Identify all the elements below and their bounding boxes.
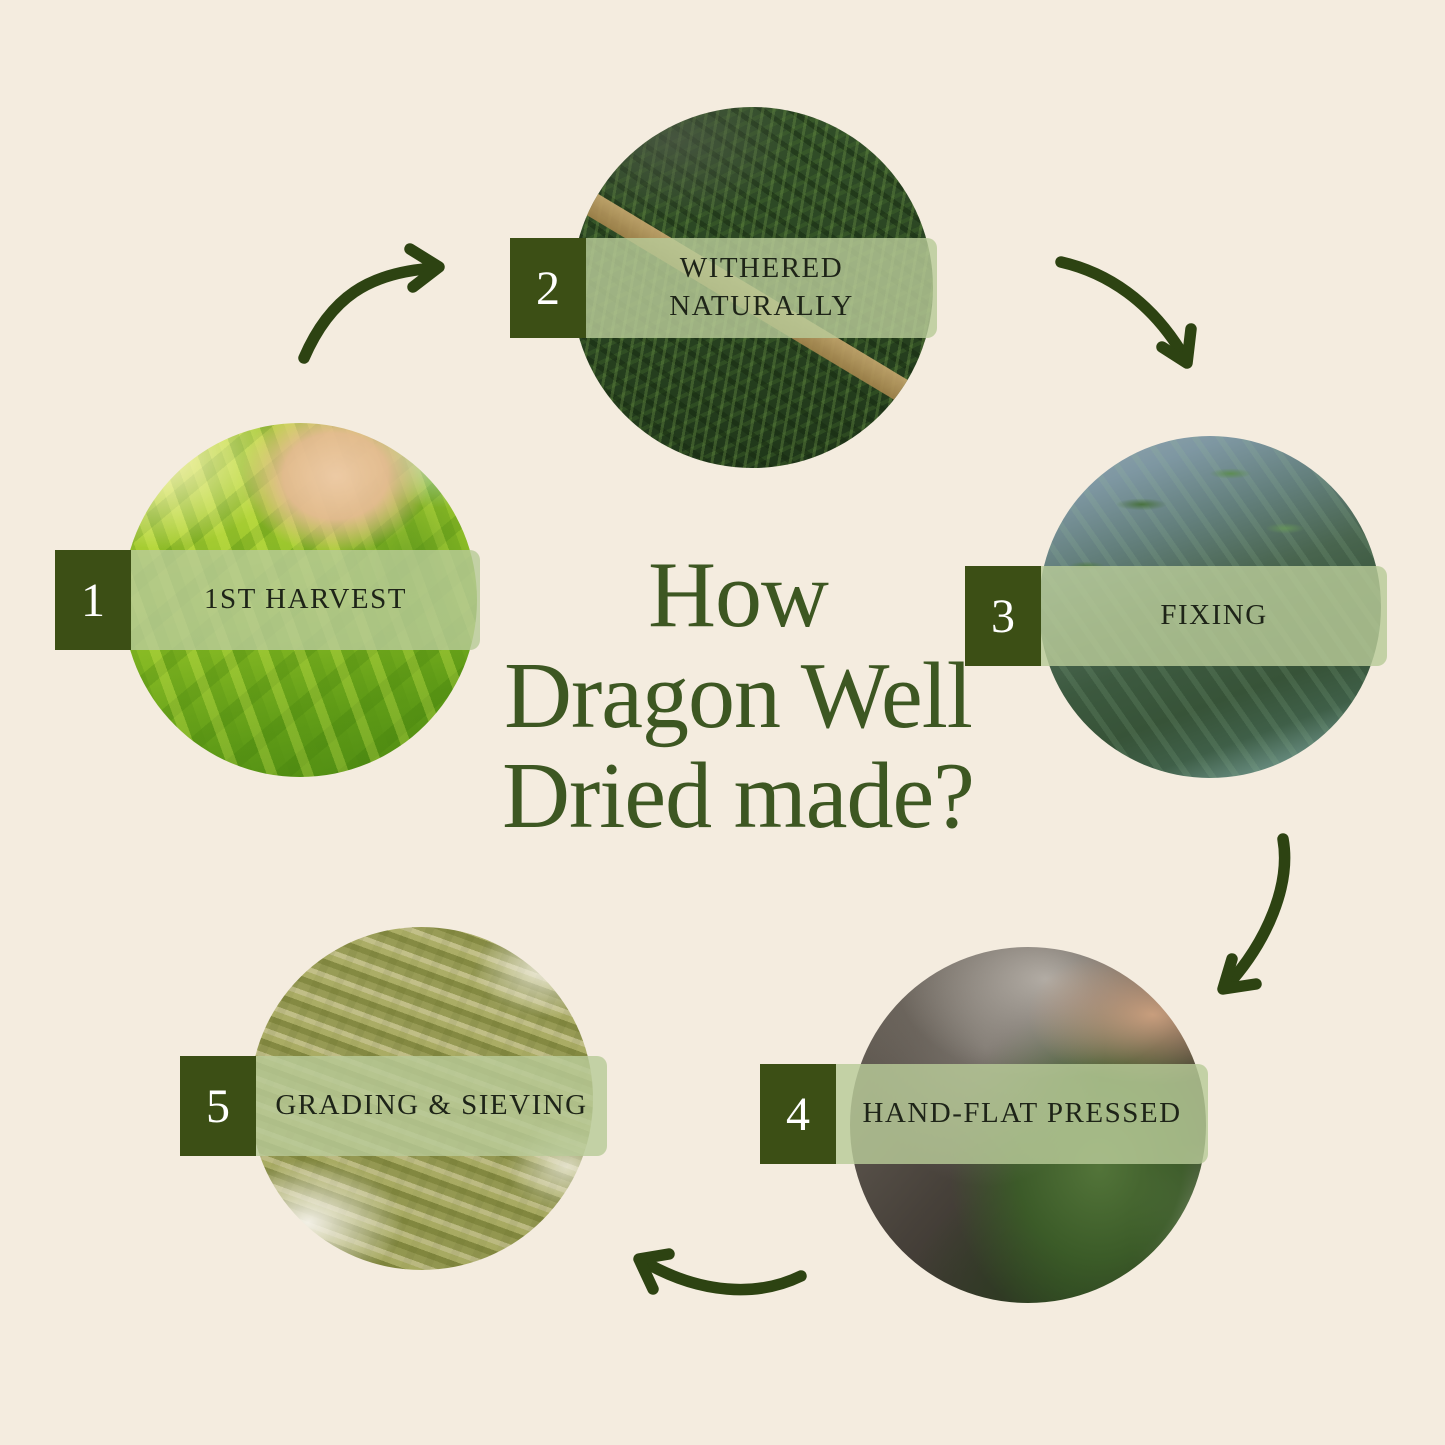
arrow-step1-to-step2-icon [298,243,445,364]
arrow-step3-to-step4-icon [1217,833,1291,995]
step-3-label-row: 3 FIXING [965,566,1387,666]
arrow-step4-to-step5-icon [633,1248,807,1296]
step-5-label-row: 5 GRADING & SIEVING [180,1056,607,1156]
step-1-label-row: 1 1ST HARVEST [55,550,480,650]
page-title: How Dragon Well Dried made? [502,543,975,849]
step-1-label: 1ST HARVEST [204,583,407,616]
step-2-number-badge: 2 [510,238,586,338]
step-1-number-badge: 1 [55,550,131,650]
step-4-label-row: 4 HAND-FLAT PRESSED [760,1064,1208,1164]
step-4-number-badge: 4 [760,1064,836,1164]
step-5-label: GRADING & SIEVING [275,1089,588,1122]
step-4-label: HAND-FLAT PRESSED [862,1097,1182,1130]
step-2-label-row: 2 WITHERED NATURALLY [510,238,937,338]
step-1-banner: 1ST HARVEST [131,550,480,650]
step-3-label: FIXING [1160,599,1268,632]
arrow-step2-to-step3-icon [1055,256,1197,369]
step-3-banner: FIXING [1041,566,1387,666]
step-2-label: WITHERED NATURALLY [669,252,854,322]
step-2-banner: WITHERED NATURALLY [586,238,937,338]
step-3-number-badge: 3 [965,566,1041,666]
step-5-number-badge: 5 [180,1056,256,1156]
step-5-banner: GRADING & SIEVING [256,1056,607,1156]
step-4-banner: HAND-FLAT PRESSED [836,1064,1208,1164]
